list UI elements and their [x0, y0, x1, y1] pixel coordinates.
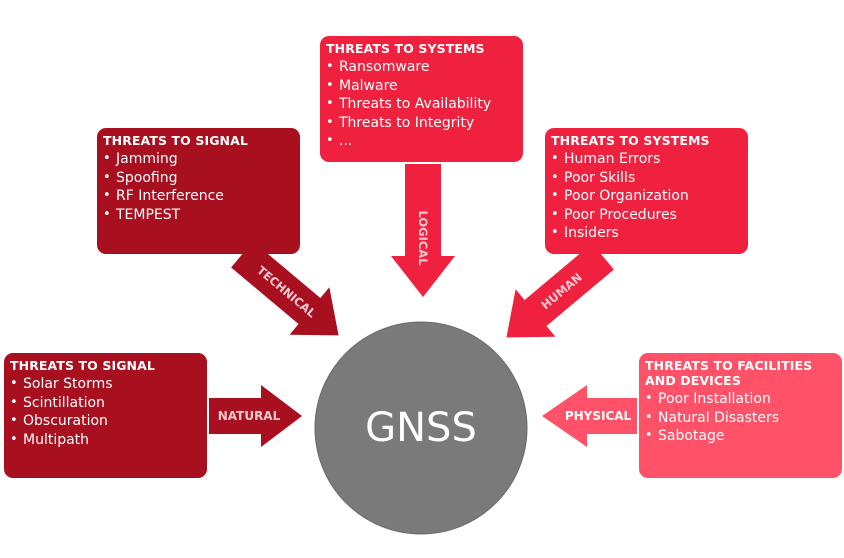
- threat-item-text: TEMPEST: [116, 206, 181, 223]
- threat-item-text: Jamming: [116, 151, 178, 167]
- technical-threats-box: THREATS TO SIGNAL • Jamming • Spoofing • RF I…: [97, 128, 300, 254]
- threat-item-text: Threats to Integrity: [339, 114, 475, 131]
- threat-list-item: • Poor Skills: [551, 169, 742, 188]
- threat-item-text: Spoofing: [116, 169, 178, 186]
- natural-arrow: [209, 385, 302, 447]
- technical-threat-list: • Jamming • Spoofing • RF Interference • TEMPES…: [103, 150, 294, 224]
- threat-item-text: Sabotage: [658, 428, 725, 445]
- threat-list-item: • Jamming: [103, 150, 294, 169]
- natural-threat-list: •Solar Storms•Scintillation•Obscuration•…: [10, 375, 201, 449]
- threat-item-text: Poor Installation: [658, 391, 771, 407]
- bullet-icon: •: [551, 169, 559, 185]
- natural-threats-box: THREATS TO SIGNAL • Solar Storms • Scintill…: [4, 353, 207, 478]
- threat-list-item: • Poor Procedures: [551, 206, 742, 225]
- threat-item-text: RF Interference: [116, 188, 224, 205]
- bullet-icon: •: [645, 391, 653, 406]
- bullet-icon: •: [645, 409, 653, 425]
- bullet-icon: •: [103, 151, 111, 166]
- logical-arrow: [391, 164, 455, 297]
- bullet-icon: •: [10, 394, 18, 410]
- bullet-icon: •: [551, 206, 559, 222]
- threat-list-item: • Sabotage: [645, 427, 836, 446]
- logical-arrow-label: LOGICAL: [416, 210, 430, 266]
- physical-box-title: THREATS TO FACILITIES AND DEVICES: [645, 358, 813, 388]
- natural-box-title: THREATS TO SIGNAL: [10, 358, 155, 373]
- threat-list-item: • Human Errors: [551, 150, 742, 169]
- physical-threat-list: • Poor Installation • Natural Disasters • Sab…: [645, 390, 836, 446]
- threat-item-text: Ransomware: [339, 59, 430, 75]
- human-threat-list: • Human Errors • Poor Skills • Poor Organizat…: [551, 150, 742, 243]
- bullet-icon: •: [326, 114, 334, 130]
- threat-list-item: • Ransomware: [326, 58, 517, 77]
- threat-list-item: • Poor Installation: [645, 390, 836, 409]
- bullet-icon: •: [326, 77, 334, 93]
- threat-list-item: • Malware: [326, 77, 517, 96]
- bullet-icon: •: [551, 225, 559, 241]
- threat-list-item: • Spoofing: [103, 169, 294, 188]
- threat-list-item: • Solar Storms: [10, 375, 201, 394]
- logical-threat-list: • Ransomware • Malware • Threats to Availabil…: [326, 58, 517, 151]
- gnss-label: GNSS: [365, 405, 477, 451]
- logical-box-title: THREATS TO SYSTEMS: [326, 41, 485, 56]
- threat-list-item: • Insiders: [551, 224, 742, 243]
- human-threats-box: THREATS TO SYSTEMS • Human Errors • Poor Sk…: [545, 128, 748, 254]
- threat-item-text: Natural Disasters: [658, 409, 780, 426]
- bullet-icon: •: [326, 59, 334, 74]
- threat-list-item: • Threats to Availability: [326, 95, 517, 114]
- bullet-icon: •: [103, 188, 111, 204]
- bullet-icon: •: [645, 428, 653, 444]
- threat-item-text: Multipath: [23, 431, 90, 448]
- bullet-icon: •: [10, 376, 18, 391]
- natural-arrow-label: NATURAL: [218, 409, 281, 423]
- threat-list-item: •...: [326, 132, 517, 151]
- human-box-title: THREATS TO SYSTEMS: [551, 133, 710, 148]
- bullet-icon: •: [326, 133, 334, 149]
- threat-item-text: Obscuration: [23, 413, 108, 430]
- threat-item-text: Human Errors: [564, 151, 661, 167]
- bullet-icon: •: [551, 151, 559, 166]
- bullet-icon: •: [103, 206, 111, 222]
- threat-item-text: Insiders: [564, 225, 619, 242]
- bullet-icon: •: [326, 96, 334, 112]
- threat-item-text: Solar Storms: [23, 376, 113, 392]
- gnss-circle: [314, 321, 528, 535]
- threat-item-text: Poor Procedures: [564, 206, 677, 223]
- threat-list-item: • Poor Organization: [551, 187, 742, 206]
- threat-item-text: Poor Skills: [564, 169, 636, 186]
- physical-threats-box: THREATS TO FACILITIES AND DEVICES • Poor …: [639, 353, 842, 478]
- threat-list-item: • Natural Disasters: [645, 409, 836, 428]
- physical-arrow: [542, 385, 637, 447]
- physical-arrow-label: PHYSICAL: [565, 409, 632, 423]
- threat-item-text: Malware: [339, 77, 398, 94]
- threat-item-text: Threats to Availability: [339, 96, 492, 113]
- threat-item-text: Poor Organization: [564, 188, 689, 205]
- threat-item-text: ...: [339, 133, 353, 150]
- logical-threats-box: THREATS TO SYSTEMS • Ransomware • Malware • T…: [320, 36, 523, 162]
- threat-list-item: • Scintillation: [10, 394, 201, 413]
- threat-list-item: • TEMPEST: [103, 206, 294, 225]
- threat-item-text: Scintillation: [23, 394, 105, 411]
- technical-box-title: THREATS TO SIGNAL: [103, 133, 248, 148]
- threat-list-item: • Obscuration: [10, 412, 201, 431]
- bullet-icon: •: [10, 431, 18, 447]
- bullet-icon: •: [551, 188, 559, 204]
- bullet-icon: •: [10, 413, 18, 429]
- threat-list-item: • RF Interference: [103, 187, 294, 206]
- threat-list-item: • Threats to Integrity: [326, 114, 517, 133]
- bullet-icon: •: [103, 169, 111, 185]
- threat-list-item: • Multipath: [10, 431, 201, 450]
